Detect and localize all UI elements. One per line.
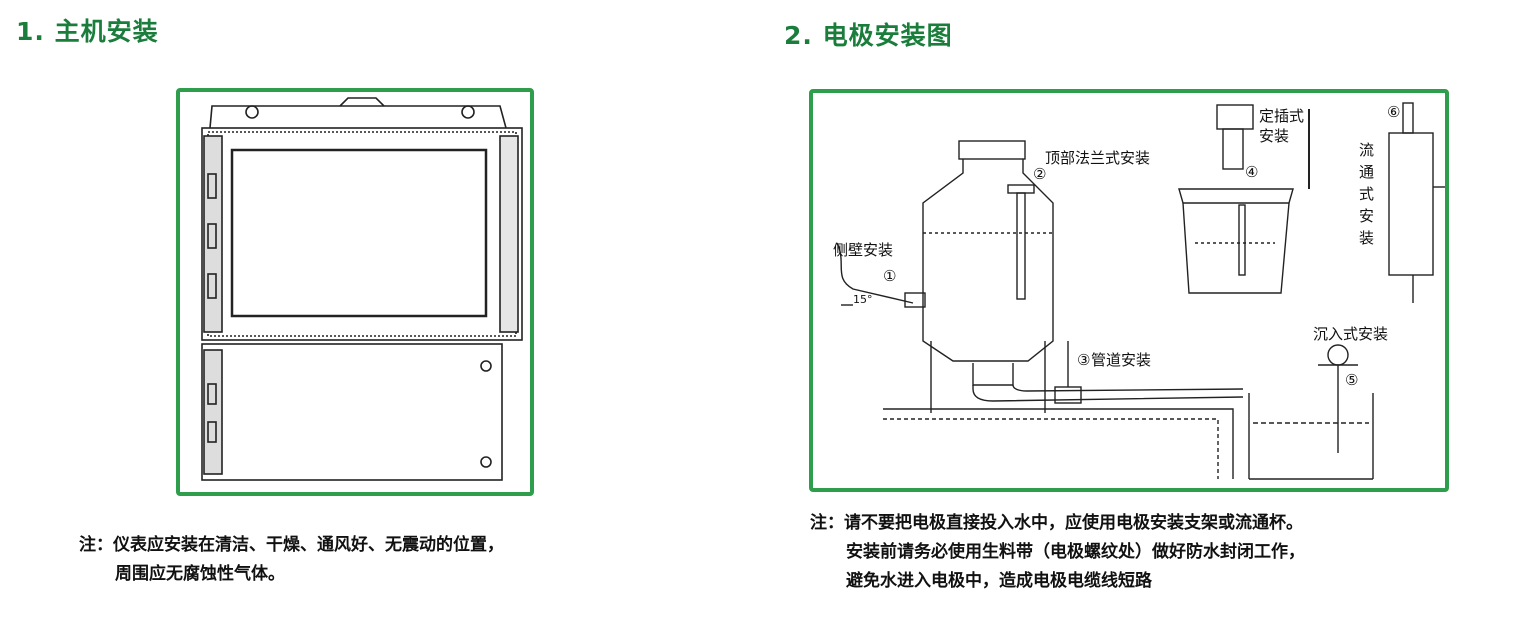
note-line-3: 避免水进入电极中，造成电极电缆线短路 [846,571,1152,591]
electrode-install-note: 注：请不要把电极直接投入水中，应使用电极安装支架或流通杯。 安装前请务必使用生料… [810,509,1305,596]
note-prefix: 注： [79,535,113,555]
marker-2: ② [1033,165,1046,183]
note-line-2: 周围应无腐蚀性气体。 [115,564,285,584]
section-title-host-install: 1. 主机安装 [16,17,159,46]
label-flow-1: 流 [1359,141,1374,159]
note-line-2: 安装前请务必使用生料带（电极螺纹处）做好防水封闭工作， [846,542,1305,562]
electrode-install-drawing: 侧壁安装 15° 顶部法兰式安装 管道安装 定插式 安装 流 通 式 安 装 沉… [833,102,1445,480]
host-install-note: 注：仪表应安装在清洁、干燥、通风好、无震动的位置， 周围应无腐蚀性气体。 [79,531,504,589]
marker-1: ① [883,267,896,285]
marker-6: ⑥ [1387,103,1400,121]
section-title-electrode-install: 2. 电极安装图 [784,21,953,50]
note-line-1: 仪表应安装在清洁、干燥、通风好、无震动的位置， [113,535,504,555]
host-instrument-drawing [201,97,523,481]
label-angle: 15° [853,293,873,306]
note-line-1: 请不要把电极直接投入水中，应使用电极安装支架或流通杯。 [844,513,1303,533]
label-insertion-2: 安装 [1259,127,1289,145]
label-submerged: 沉入式安装 [1313,325,1388,343]
label-side-wall: 侧壁安装 [833,241,893,259]
label-flow-3: 式 [1359,185,1374,203]
label-pipe: 管道安装 [1091,351,1151,369]
label-flow-2: 通 [1359,163,1374,181]
label-insertion: 定插式 [1259,107,1304,125]
electrode-install-diagram: 侧壁安装 15° 顶部法兰式安装 管道安装 定插式 安装 流 通 式 安 装 沉… [809,89,1449,492]
label-top-flange: 顶部法兰式安装 [1045,149,1150,167]
marker-3: ③ [1077,351,1090,369]
note-prefix: 注： [810,513,844,533]
marker-5: ⑤ [1345,371,1358,389]
label-flow-4: 安 [1359,207,1374,225]
host-instrument-figure [176,88,534,496]
marker-4: ④ [1245,163,1258,181]
label-flow-5: 装 [1359,229,1374,247]
